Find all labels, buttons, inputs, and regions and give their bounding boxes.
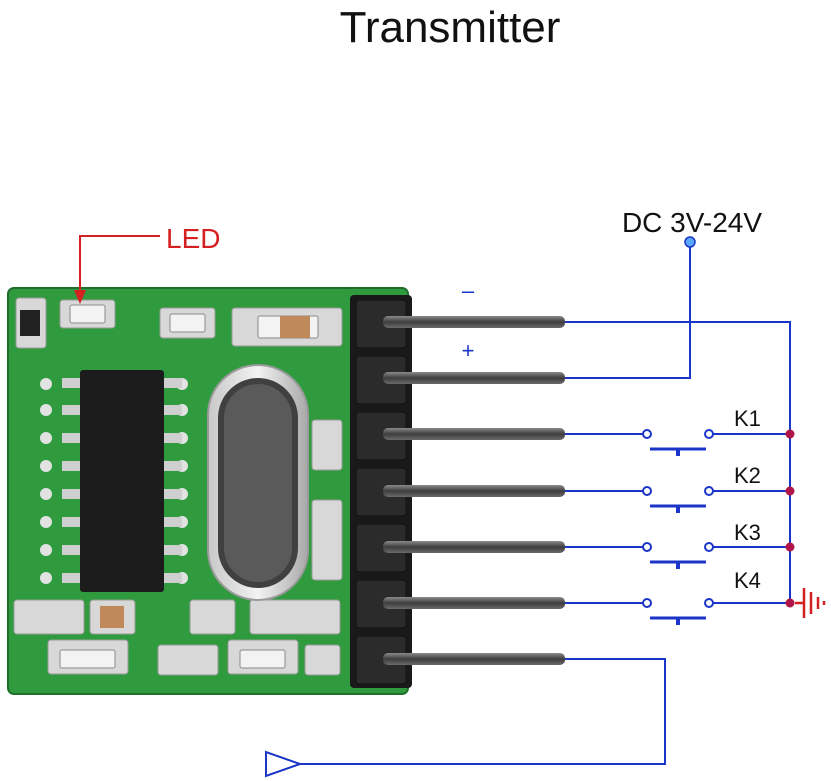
led-label: LED <box>166 223 220 254</box>
junction-dots <box>785 429 795 608</box>
ground-icon <box>795 588 826 618</box>
header-pins <box>383 316 565 665</box>
key-switch-k3 <box>642 542 714 569</box>
key-label-k2: K2 <box>734 463 761 488</box>
dc-terminal <box>684 236 696 248</box>
key-label-k4: K4 <box>734 568 761 593</box>
led-component <box>69 304 106 324</box>
diagram-title: Transmitter <box>340 3 561 52</box>
key-label-k1: K1 <box>734 406 761 431</box>
wiring <box>300 244 791 765</box>
antenna-icon <box>265 750 304 778</box>
key-label-k3: K3 <box>734 520 761 545</box>
crystal-oscillator <box>207 364 309 601</box>
plus-label: + <box>462 338 475 363</box>
ic-chip <box>62 370 182 592</box>
key-switch-k4 <box>642 598 714 625</box>
power-label: DC 3V-24V <box>622 207 762 238</box>
pcb-board <box>7 287 412 695</box>
led-callout <box>74 235 160 304</box>
key-switch-k1 <box>642 429 714 456</box>
minus-label: – <box>462 278 475 303</box>
key-switch-k2 <box>642 486 714 513</box>
